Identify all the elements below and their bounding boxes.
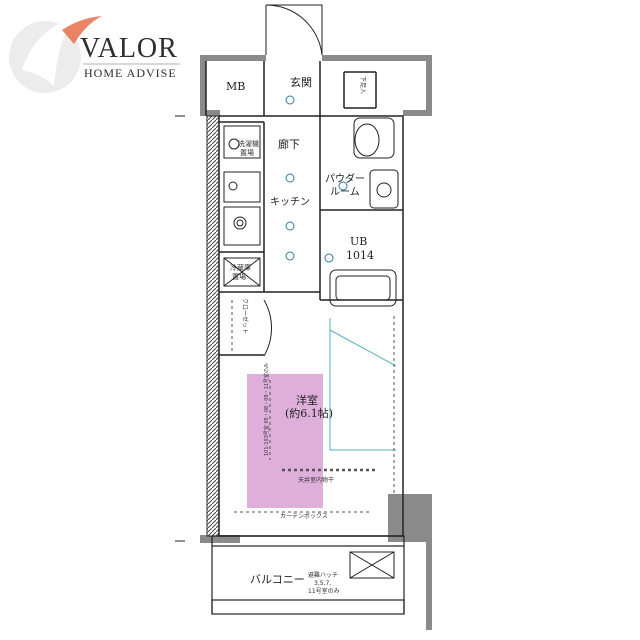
logo-accent [62,16,102,44]
logo-brand: VALOR [80,33,178,64]
room-label-ub-1: UB [350,235,367,248]
room-label-rouka: 廊下 [278,137,300,151]
washer-area [223,125,261,159]
room-label-powder-2: ルーム [330,186,360,198]
sink [223,171,261,203]
closet-door [263,299,273,357]
exterior-walls [200,55,432,630]
lights [285,95,348,263]
balcony-structure [211,535,405,615]
dimension-ticks [175,115,185,542]
room-highlight [247,374,323,508]
room-label-youshitsu-1: 洋室 [296,393,318,407]
label-balcony-note-3: 11号室のみ [308,587,340,595]
bathtub [329,269,397,307]
room-label-genkan: 玄関 [290,75,312,89]
label-fridge-1: 冷蔵庫 [230,263,251,272]
logo-tagline: HOME ADVISE [84,66,177,80]
room-label-powder-1: パウダー [325,172,365,185]
room-label-youshitsu-2: (約6.1帖) [285,406,333,420]
label-fridge-2: 置場 [232,272,246,281]
vanity [369,169,399,209]
label-washer-1: 洗濯機 [238,139,259,148]
label-balcony-note-1: 避難ハッチ [308,571,338,579]
toilet-tank [353,117,395,159]
label-ceiling-note: 天井室内物干 [298,476,334,484]
label-curtain-box: カーテンボックス [280,512,328,520]
label-washer-2: 置場 [240,148,254,157]
left-wall-hatch [206,115,220,537]
dashed-lines [231,300,395,513]
label-closet: クローゼット [241,298,249,334]
valor-logo: VALOR HOME ADVISE [9,16,180,93]
fixtures [223,117,399,579]
room-label-balcony: バルコニー [250,573,305,586]
label-balcony-note-2: 3,5,7, [314,580,331,587]
logo-swoosh [22,20,72,86]
label-shoe-box: 下足入 [359,76,366,94]
room-label-mb: MB [226,80,245,93]
room-label-ub-2: 1014 [346,249,374,262]
entrance-door [265,4,323,56]
room-label-kitchen: キッチン [270,196,310,208]
fridge-area [223,257,261,287]
hatch-box [349,551,395,579]
stove [223,206,261,246]
label-bed-note: 101-103号室 05・08・09・11号室のみ [263,363,270,456]
bed-outline [329,318,397,451]
